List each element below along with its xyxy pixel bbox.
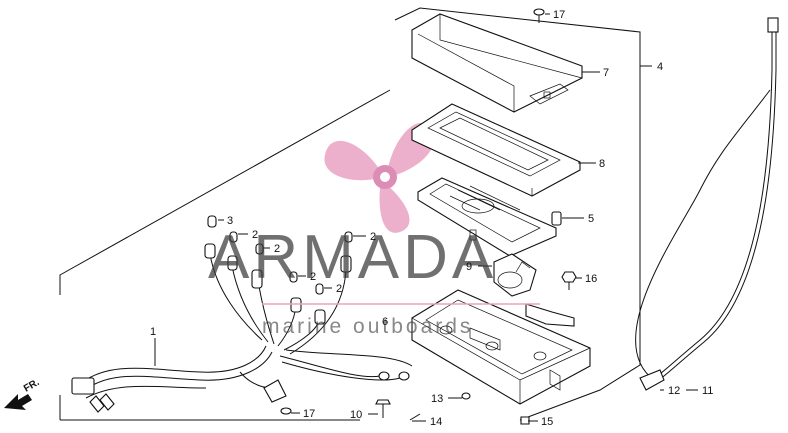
watermark-tagline: marine outboards [262, 315, 473, 338]
meter-lens-frame [411, 103, 581, 197]
callout-6: 6 [382, 316, 388, 328]
callout-1: 1 [150, 326, 156, 338]
meter-cover [411, 13, 583, 113]
gauge-unit [493, 253, 537, 297]
callout-11: 11 [702, 385, 713, 397]
callout-13: 13 [431, 393, 443, 405]
callout-10: 10 [350, 409, 362, 421]
callout-2: 2 [274, 243, 280, 255]
callout-14: 14 [430, 416, 442, 428]
callout-2: 2 [336, 283, 342, 295]
watermark-brand: ARMADA [208, 223, 497, 292]
callout-17: 17 [303, 408, 315, 420]
meter-panel [417, 177, 562, 257]
front-direction-arrow: FR. [4, 377, 42, 410]
bulb-sockets [204, 215, 353, 325]
callout-2: 2 [370, 231, 376, 243]
callout-5: 5 [588, 213, 594, 225]
callout-9: 9 [466, 261, 472, 273]
callout-2: 2 [252, 229, 258, 241]
callout-16: 16 [585, 273, 597, 285]
callout-12: 12 [668, 385, 680, 397]
wire-harness [71, 253, 413, 413]
bolt-16 [561, 271, 577, 290]
leader-lines [154, 13, 698, 422]
speedometer-cable [635, 17, 779, 391]
callout-15: 15 [541, 416, 553, 428]
callout-labels: 1 2 2 2 2 2 3 4 5 6 7 8 9 10 11 12 13 14… [150, 9, 713, 428]
callout-3: 3 [227, 215, 233, 227]
callout-17: 17 [553, 9, 565, 21]
front-direction-label: FR. [22, 377, 42, 395]
screw-17-top [533, 8, 545, 23]
callout-4: 4 [657, 61, 663, 73]
callout-2: 2 [310, 271, 316, 283]
callout-8: 8 [599, 158, 605, 170]
callout-7: 7 [603, 67, 609, 79]
fasteners [280, 392, 530, 425]
meter-case [411, 289, 591, 405]
assembly-outline [59, 7, 652, 421]
